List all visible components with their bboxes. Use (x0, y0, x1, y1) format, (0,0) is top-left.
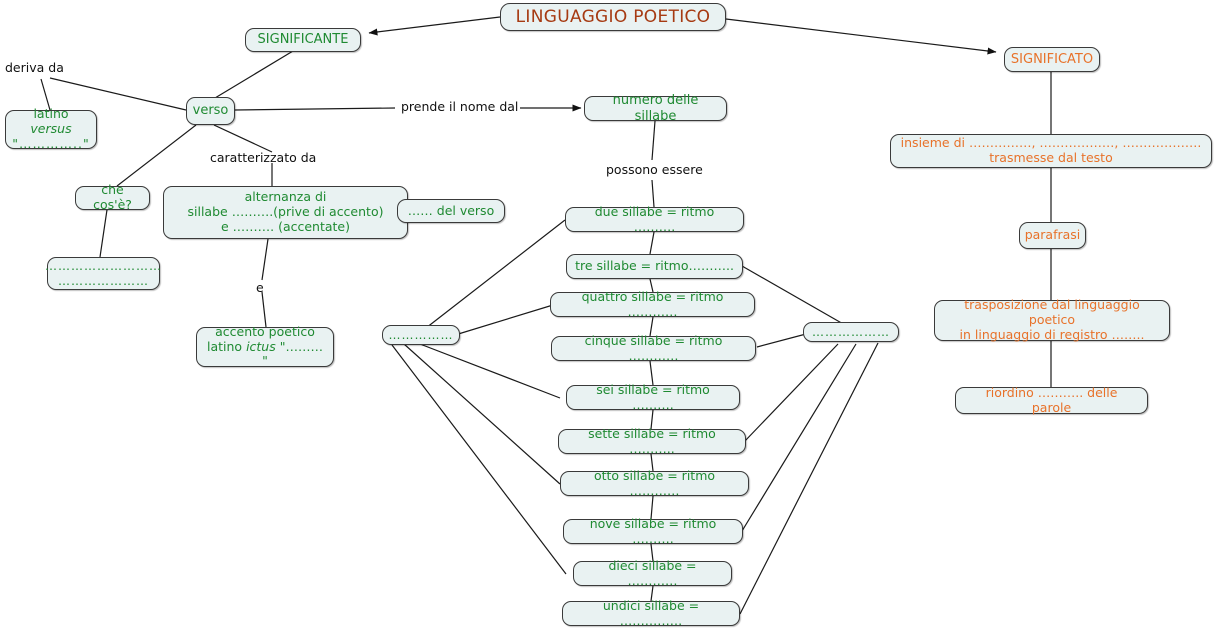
node-label: nove sillabe = ritmo ………. (589, 515, 717, 546)
alternanza-line-3: e ………. (accentate) (220, 218, 351, 234)
node-label: riordino ……….. delle parole (985, 384, 1118, 415)
node-label: ……………… (812, 324, 890, 339)
edge-title-significante (368, 16, 501, 36)
node-line-2: "………….." (12, 135, 90, 151)
node-label: SIGNIFICATO (1010, 51, 1094, 67)
edge-title-significato (725, 18, 997, 55)
latino-text: latino (33, 106, 69, 122)
node-sillabe-undici[interactable]: undici sillabe = …………… (562, 597, 740, 628)
node-alternanza[interactable]: alternanza di sillabe ……….(prive di acce… (163, 186, 408, 239)
label-deriva-da: deriva da (5, 60, 64, 75)
answer-line-2: ………………… (58, 273, 149, 288)
edge-hubright-nove (741, 343, 857, 532)
node-line-1: latino versus (14, 107, 88, 137)
node-sillabe-tre[interactable]: tre sillabe = ritmo……….. (566, 254, 743, 279)
edge-hubleft-otto (403, 343, 561, 485)
label-prende-il-nome-dal: prende il nome dal (401, 99, 519, 114)
answer-line-1: ……………………… (45, 259, 162, 274)
node-sillabe-sei[interactable]: sei sillabe = ritmo ………. (566, 381, 740, 412)
edge-hubleft-due (425, 219, 566, 329)
node-label: otto sillabe = ritmo ………… (593, 467, 716, 498)
edge-possono-due (651, 179, 655, 208)
edge-due-tre (649, 231, 655, 255)
accento-line-2: latino ictus "……… " (205, 338, 325, 370)
edge-alternanza-e (261, 238, 269, 281)
node-che-cose-answer[interactable]: ……………………… ………………… (45, 257, 162, 290)
accento-line-1: accento poetico (215, 323, 315, 339)
trasposizione-line-2: in linguaggio di registro …….. (959, 326, 1145, 342)
insieme-line-1: insieme di ……………, ………………, ………………. (900, 135, 1202, 151)
edge-hubright-tre (741, 265, 846, 326)
node-sillabe-sette[interactable]: sette sillabe = ritmo ……….. (558, 425, 746, 456)
node-numero-delle-sillabe[interactable]: numero delle sillabe (584, 93, 727, 124)
alternanza-line-2: sillabe ……….(prive di accento) (187, 204, 384, 220)
node-accento-poetico[interactable]: accento poetico latino ictus "……… " (196, 323, 334, 370)
edge-verso-checose (116, 124, 197, 187)
node-label: parafrasi (1024, 227, 1081, 243)
versus-italic: versus (30, 121, 72, 137)
node-parafrasi[interactable]: parafrasi (1019, 222, 1086, 249)
trasposizione-line-1: trasposizione dal linguaggio poetico (964, 297, 1140, 328)
edge-verso-prende (234, 107, 396, 111)
node-significato[interactable]: SIGNIFICATO (1004, 47, 1100, 72)
node-sillabe-nove[interactable]: nove sillabe = ritmo ………. (563, 515, 743, 546)
node-label: due sillabe = ritmo ………. (594, 203, 715, 234)
node-del-verso[interactable]: …… del verso (397, 199, 505, 223)
edge-significante-verso (214, 50, 294, 99)
alternanza-line-1: alternanza di (244, 189, 327, 205)
latino-text: latino (207, 338, 247, 354)
node-hub-right[interactable]: ……………… (803, 322, 899, 342)
node-label: …………… (388, 327, 454, 342)
node-label: tre sillabe = ritmo……….. (575, 258, 734, 274)
node-label: verso (192, 103, 229, 119)
node-insieme-di[interactable]: insieme di ……………, ………………, ………………. trasme… (890, 134, 1212, 168)
edge-hubleft-dieci (391, 344, 567, 575)
node-hub-left[interactable]: …………… (382, 325, 460, 345)
edge-hubright-undici (739, 342, 879, 615)
node-sillabe-quattro[interactable]: quattro sillabe = ritmo ………… (550, 288, 755, 319)
node-trasposizione[interactable]: trasposizione dal linguaggio poetico in … (934, 297, 1170, 342)
node-verso[interactable]: verso (186, 97, 235, 125)
node-label: quattro sillabe = ritmo ………… (581, 288, 724, 319)
node-label: sei sillabe = ritmo ………. (596, 381, 710, 412)
node-significante[interactable]: SIGNIFICANTE (245, 28, 361, 52)
node-linguaggio-poetico[interactable]: LINGUAGGIO POETICO (500, 3, 726, 31)
node-label: numero delle sillabe (612, 93, 699, 124)
node-label: cinque sillabe = ritmo ………… (584, 332, 723, 363)
insieme-line-2: trasmesse dal testo (989, 150, 1113, 165)
node-sillabe-otto[interactable]: otto sillabe = ritmo ………… (560, 467, 749, 498)
edge-e-accento (261, 291, 267, 328)
node-label: che cos'è? (93, 182, 132, 212)
node-label: sette sillabe = ritmo ……….. (588, 425, 716, 456)
label-caratterizzato-da: caratterizzato da (210, 150, 317, 165)
edge-numero-possono (651, 120, 656, 161)
edge-hubright-cinque (756, 333, 807, 348)
node-sillabe-due[interactable]: due sillabe = ritmo ………. (565, 203, 744, 234)
ictus-dots: "……… " (262, 338, 323, 369)
edge-hubleft-quattro (454, 304, 554, 336)
ictus-italic: ictus (246, 338, 276, 354)
node-label: undici sillabe = …………… (602, 597, 700, 628)
node-sillabe-dieci[interactable]: dieci sillabe = ………… (573, 557, 732, 588)
node-label: LINGUAGGIO POETICO (515, 6, 711, 27)
edge-hubright-sette (743, 343, 839, 443)
label-possono-essere: possono essere (606, 162, 703, 177)
node-sillabe-cinque[interactable]: cinque sillabe = ritmo ………… (551, 332, 756, 363)
node-label: SIGNIFICANTE (257, 32, 349, 48)
node-latino-versus[interactable]: latino versus "………….." (5, 107, 97, 151)
node-label: …… del verso (407, 202, 495, 218)
label-e: e (256, 280, 264, 295)
edge-hubleft-sei (419, 343, 561, 399)
node-label: dieci sillabe = ………… (608, 557, 697, 588)
edge-verso-deriva (49, 77, 187, 111)
edge-deriva-latino (40, 78, 51, 111)
node-che-cose[interactable]: che cos'è? (75, 182, 150, 212)
edge-verso-caratterizzato (213, 124, 273, 153)
node-riordino[interactable]: riordino ……….. delle parole (955, 384, 1148, 415)
